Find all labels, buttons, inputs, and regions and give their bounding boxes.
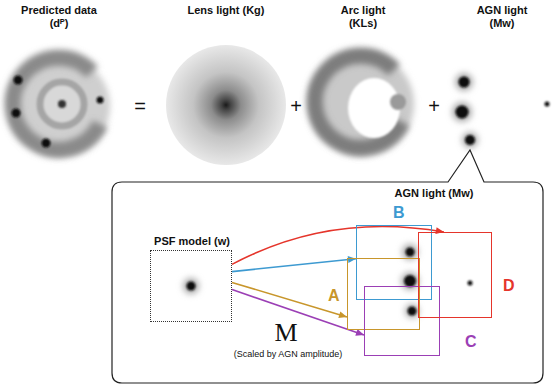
predicted-image	[10, 56, 110, 156]
halo	[452, 102, 472, 122]
halo	[455, 73, 473, 91]
arc	[13, 58, 100, 150]
blob	[390, 94, 406, 110]
arc-image	[310, 52, 414, 156]
lens-image	[166, 45, 286, 165]
halo	[462, 132, 478, 148]
arrow-connector	[232, 290, 364, 336]
agn-dot	[456, 106, 469, 119]
star	[408, 307, 417, 316]
arc	[315, 56, 402, 148]
arrow-connector	[232, 282, 347, 318]
psf-star	[183, 278, 199, 294]
arrow-head	[338, 311, 347, 318]
agn-dot	[14, 76, 23, 85]
hole	[348, 78, 400, 138]
box-title: PSF model (w)	[154, 235, 230, 248]
star	[406, 248, 415, 257]
panel-title: Predicted data (dᴾ)	[11, 4, 107, 29]
star	[187, 282, 196, 291]
connector-line	[232, 282, 347, 317]
star	[468, 281, 473, 286]
arrow-connector	[232, 256, 356, 272]
cutout-box: D	[418, 232, 492, 318]
plus-sign: +	[290, 95, 302, 118]
cutout-box: A	[347, 258, 420, 330]
inner-ring	[40, 82, 84, 126]
panel-title: Arc light (KLs)	[327, 4, 399, 29]
panel-title: AGN light (Mw)	[466, 4, 538, 29]
psf-box: PSF model (w)	[150, 250, 232, 322]
connector-line	[232, 259, 356, 272]
agn-dot	[459, 77, 470, 88]
halo	[405, 304, 419, 318]
agn-dot	[12, 109, 21, 118]
cutout-box: B	[356, 225, 432, 300]
agn-dot	[465, 135, 475, 145]
box-letter: C	[465, 333, 477, 351]
agn-dot	[545, 102, 550, 107]
image-panel: Predicted data (dᴾ)	[2, 34, 116, 180]
image-panel: Arc light (KLs)	[304, 40, 422, 170]
inset-title: AGN light (Mw)	[395, 187, 474, 200]
arrow-head	[435, 227, 443, 234]
connector-line	[232, 290, 364, 335]
agn-image	[452, 73, 550, 148]
box-letter: D	[503, 277, 515, 295]
callout-bubble	[112, 150, 543, 383]
agn-dot	[42, 139, 51, 148]
plus-sign: +	[428, 95, 440, 118]
glow	[310, 52, 414, 156]
core	[58, 100, 66, 108]
glow	[10, 56, 110, 156]
agn-dot	[97, 97, 104, 104]
box-letter: B	[393, 204, 405, 222]
equals-sign: =	[134, 95, 146, 118]
operator-symbol: M	[274, 318, 297, 348]
box-letter: A	[328, 287, 340, 305]
image-panel: AGN light (Mw)	[452, 40, 552, 160]
halo	[183, 278, 199, 294]
arrow-head	[355, 329, 364, 336]
inset-stars	[401, 244, 473, 318]
image-panel: Lens light (Kg)	[164, 43, 288, 167]
operator-note: (Scaled by AGN amplitude)	[234, 349, 343, 359]
cutout-box: C	[364, 286, 440, 356]
halo	[401, 272, 419, 290]
panel-title: Lens light (Kg)	[186, 4, 266, 17]
